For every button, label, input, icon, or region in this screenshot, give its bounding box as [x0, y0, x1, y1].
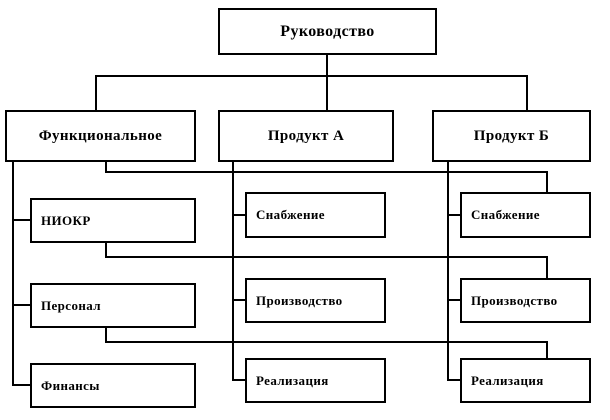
connector-line: [105, 341, 548, 343]
connector-line: [447, 214, 460, 216]
node-produkt-b: Продукт Б: [432, 110, 591, 162]
connector-line: [546, 256, 548, 278]
connector-line: [95, 75, 97, 110]
connector-line: [326, 55, 328, 75]
connector-line: [12, 304, 30, 306]
node-label: Реализация: [256, 372, 329, 388]
node-personal: Персонал: [30, 283, 196, 328]
node-label: Функциональное: [38, 127, 163, 144]
node-proizvodstvo-a: Производство: [245, 278, 386, 323]
node-label: Продукт А: [267, 127, 345, 144]
node-niokr: НИОКР: [30, 198, 196, 243]
node-label: Персонал: [41, 297, 101, 313]
connector-line: [447, 379, 460, 381]
connector-line: [95, 75, 528, 77]
node-label: Продукт Б: [473, 127, 550, 144]
node-label: Производство: [471, 292, 558, 308]
connector-line: [326, 75, 328, 110]
connector-line: [232, 379, 245, 381]
connector-line: [447, 162, 449, 381]
connector-line: [12, 219, 30, 221]
connector-line: [105, 243, 107, 256]
connector-line: [546, 341, 548, 358]
node-label: Финансы: [41, 377, 100, 393]
node-funktsionalnoe: Функциональное: [5, 110, 196, 162]
node-finansy: Финансы: [30, 363, 196, 408]
node-produkt-a: Продукт А: [218, 110, 394, 162]
connector-line: [105, 162, 107, 171]
node-label: НИОКР: [41, 212, 91, 228]
node-label: Снабжение: [256, 207, 325, 222]
node-label: Снабжение: [471, 207, 540, 222]
connector-line: [447, 299, 460, 301]
node-label: Реализация: [471, 372, 544, 388]
node-label: Руководство: [280, 22, 375, 40]
connector-line: [232, 299, 245, 301]
node-realizatsiya-b: Реализация: [460, 358, 591, 403]
node-snabzhenie-b: Снабжение: [460, 192, 591, 238]
connector-line: [12, 384, 30, 386]
node-proizvodstvo-b: Производство: [460, 278, 591, 323]
node-snabzhenie-a: Снабжение: [245, 192, 386, 238]
connector-line: [105, 171, 548, 173]
node-label: Производство: [256, 292, 343, 308]
connector-line: [232, 162, 234, 381]
connector-line: [105, 328, 107, 341]
connector-line: [12, 162, 14, 386]
connector-line: [546, 171, 548, 192]
connector-line: [526, 75, 528, 110]
connector-line: [105, 256, 548, 258]
node-rukovodstvo: Руководство: [218, 8, 437, 55]
node-realizatsiya-a: Реализация: [245, 358, 386, 403]
connector-line: [232, 214, 245, 216]
